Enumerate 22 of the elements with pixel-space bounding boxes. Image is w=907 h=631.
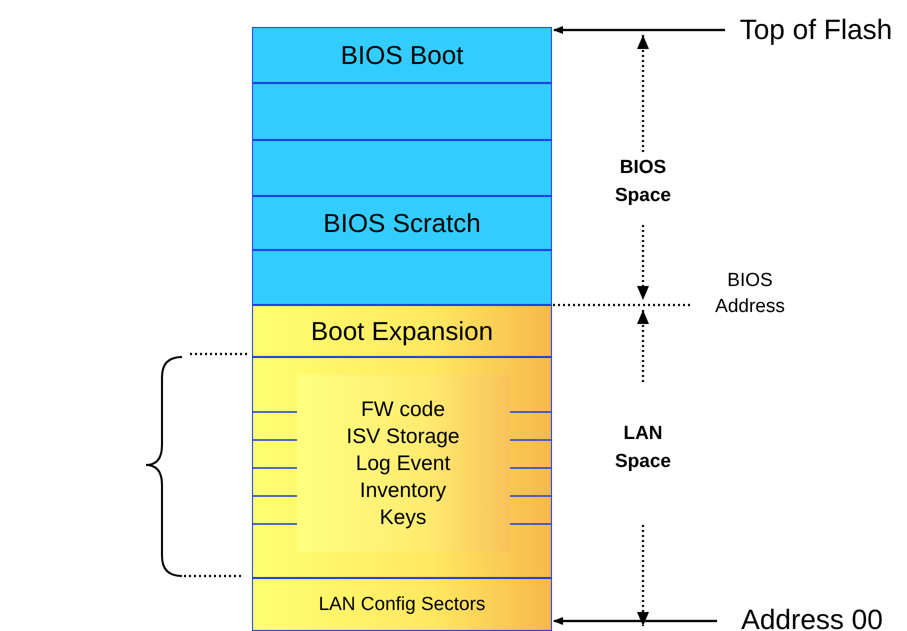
memory-block (252, 140, 552, 196)
region-label: Keys (380, 504, 426, 530)
region-label: Log Event (356, 450, 450, 476)
region-label: Address 00 (741, 604, 883, 631)
region-label: BIOS Boot (340, 40, 464, 70)
region-label: BIOS Scratch (323, 208, 481, 238)
arrow (553, 26, 725, 34)
memory-block (252, 250, 552, 305)
arrow (553, 617, 717, 625)
region-label: Boot Expansion (310, 316, 494, 346)
memory-block (252, 357, 552, 578)
region-label: Inventory (360, 478, 446, 504)
memory-region (252, 27, 552, 83)
region-label: ISV Storage (346, 424, 460, 450)
memory-region (252, 305, 552, 357)
region-label: FW code (360, 396, 446, 422)
memory-block (252, 83, 552, 140)
memory-region (296, 374, 510, 552)
region-label: LAN Config Sectors (318, 594, 486, 616)
region-label: Top of Flash (740, 14, 892, 46)
memory-region (252, 578, 552, 631)
memory-region (252, 196, 552, 250)
